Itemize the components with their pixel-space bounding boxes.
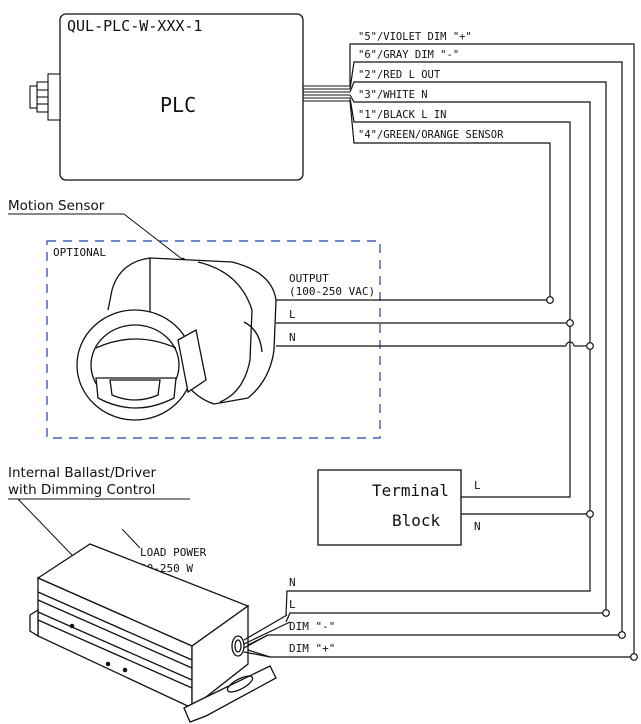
ballast-section: Internal Ballast/Driver with Dimming Con… xyxy=(8,465,638,723)
terminal-block: Terminal Block L N xyxy=(317,469,594,546)
wire-green-orange xyxy=(349,100,551,300)
plc-model-label: QUL-PLC-W-XXX-1 xyxy=(67,17,202,35)
optional-label: OPTIONAL xyxy=(53,246,106,259)
ballast-leads xyxy=(243,614,291,658)
ballast-title-2: with Dimming Control xyxy=(8,482,155,498)
sensor-wires xyxy=(276,299,586,347)
terminal-block-title-2: Block xyxy=(392,511,441,530)
sensor-l-label: L xyxy=(289,308,296,321)
junction-sensor-n xyxy=(586,342,594,350)
terminal-l-label: L xyxy=(474,479,481,492)
junction-ballast-l xyxy=(602,609,610,617)
junction-ballast-dim-plus xyxy=(630,653,638,661)
junction-sensor-l xyxy=(566,319,574,327)
motion-sensor-icon xyxy=(76,257,277,421)
junction-ballast-dim-minus xyxy=(618,631,626,639)
ballast-dim-minus-label: DIM "-" xyxy=(289,620,335,633)
terminal-block-title-1: Terminal xyxy=(372,481,449,500)
optional-region xyxy=(46,240,381,439)
wire-label-violet: "5"/VIOLET DIM "+" xyxy=(358,31,472,43)
motion-sensor-leader xyxy=(123,213,183,260)
wire-gray xyxy=(247,61,623,646)
ballast-dim-plus-label: DIM "+" xyxy=(289,642,335,655)
junction-sensor-output xyxy=(546,296,554,304)
ballast-title-1: Internal Ballast/Driver xyxy=(8,465,156,481)
plc-connector xyxy=(29,73,61,121)
sensor-output-range: (100-250 VAC) xyxy=(289,285,375,298)
sensor-output-label: OUTPUT xyxy=(289,272,329,285)
wire-red xyxy=(285,81,607,623)
wire-label-red: "2"/RED L OUT xyxy=(358,69,441,81)
wire-black xyxy=(349,97,571,498)
wire-labels: "5"/VIOLET DIM "+" "6"/GRAY DIM "-" "2"/… xyxy=(358,31,504,141)
terminal-block-box xyxy=(317,469,462,546)
sensor-n-label: N xyxy=(289,331,296,344)
plc-name-label: PLC xyxy=(160,93,196,117)
terminal-n-label: N xyxy=(474,520,481,533)
load-power-label: LOAD POWER xyxy=(140,546,207,559)
junction-terminal-n xyxy=(586,510,594,518)
ballast-l-label: L xyxy=(289,598,296,611)
wire-label-gray: "6"/GRAY DIM "-" xyxy=(358,49,459,61)
wire-label-green-orange: "4"/GREEN/ORANGE SENSOR xyxy=(358,129,504,141)
wire-label-black: "1"/BLACK L IN xyxy=(358,109,447,121)
motion-sensor-title: Motion Sensor xyxy=(8,198,105,214)
ballast-icon xyxy=(29,543,277,723)
wire-label-white: "3"/WHITE N xyxy=(358,89,428,101)
ballast-n-label: N xyxy=(289,576,296,589)
motion-sensor-section: Motion Sensor OPTIONAL xyxy=(8,198,594,439)
plc-unit: QUL-PLC-W-XXX-1 PLC xyxy=(29,13,350,181)
plc-wire-bundle xyxy=(303,85,350,102)
